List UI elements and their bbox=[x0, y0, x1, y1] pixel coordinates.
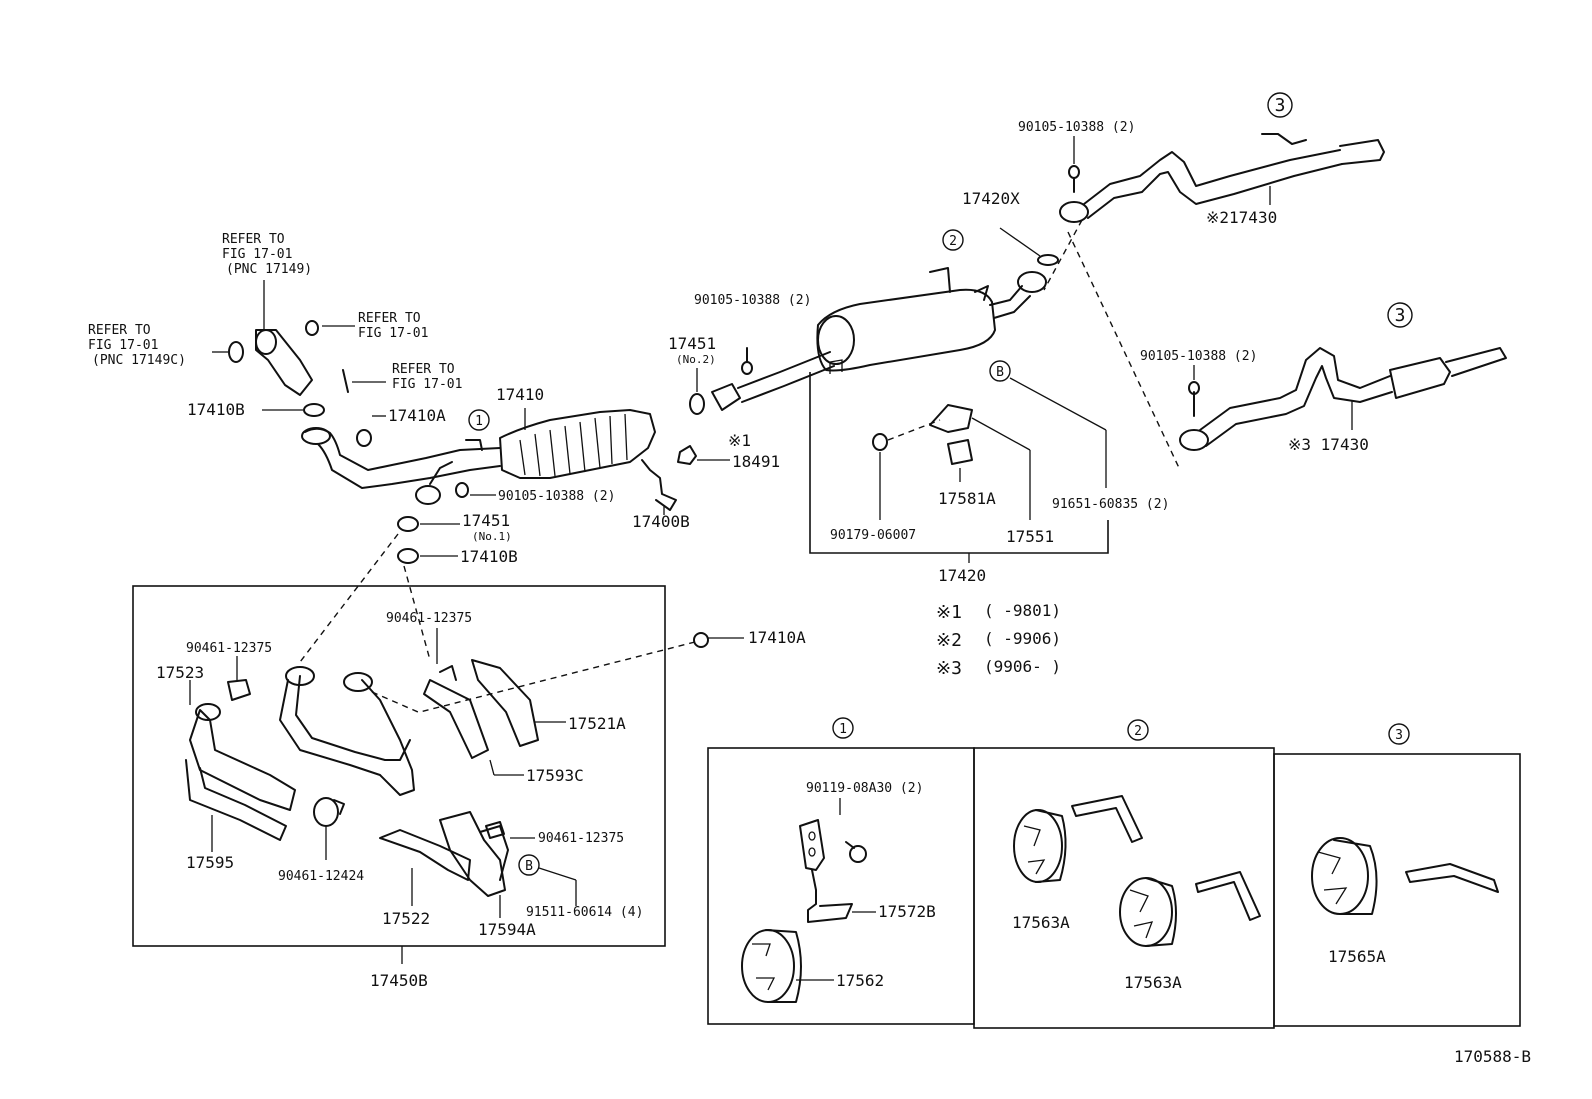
panel-2-parts bbox=[1013, 795, 1261, 947]
svg-text:B: B bbox=[996, 365, 1004, 380]
gasket-ring-icon bbox=[228, 341, 244, 363]
note3-mark: ※3 bbox=[936, 658, 962, 679]
label-17594A: 17594A bbox=[478, 920, 536, 939]
label-91511: 91511-60614 (4) bbox=[526, 905, 643, 920]
ref1-line3: (PNC 17149) bbox=[226, 262, 312, 277]
label-17410: 17410 bbox=[496, 385, 544, 404]
leaders-upper-left bbox=[212, 280, 730, 557]
kit-17450B-parts bbox=[185, 659, 539, 897]
label-18491: 18491 bbox=[732, 452, 780, 471]
ref4-line1: REFER TO bbox=[392, 362, 455, 377]
label-17451-no2: 17451 bbox=[668, 334, 716, 353]
tail-pipe-3 bbox=[1179, 347, 1507, 451]
label-17522: 17522 bbox=[382, 909, 430, 928]
label-17581A: 17581A bbox=[938, 489, 996, 508]
svg-text:B: B bbox=[525, 859, 533, 874]
label-17572B: 17572B bbox=[878, 902, 936, 921]
label-17563A-1: 17563A bbox=[1012, 913, 1070, 932]
panel-1-parts bbox=[741, 798, 876, 1003]
ref-circle-3-top: 3 bbox=[1267, 92, 1293, 118]
label-90105-mid: 90105-10388 (2) bbox=[694, 293, 811, 308]
ref-circle-2: 2 bbox=[942, 229, 964, 251]
label-90461-c: 90461-12375 bbox=[538, 831, 624, 846]
label-17451-no1-sub: (No.1) bbox=[472, 530, 512, 543]
note1-mark: ※1 bbox=[936, 602, 962, 623]
svg-text:3: 3 bbox=[1395, 305, 1406, 326]
leaders-right bbox=[1067, 136, 1353, 471]
ref4-line2: FIG 17-01 bbox=[392, 377, 462, 392]
front-pipe-assembly bbox=[228, 320, 697, 564]
note2-mark: ※2 bbox=[936, 630, 962, 651]
label-17420: 17420 bbox=[938, 566, 986, 585]
svg-text:2: 2 bbox=[1134, 724, 1142, 739]
label-17410A-top: 17410A bbox=[388, 406, 446, 425]
kit-17450B-box bbox=[132, 585, 666, 947]
note3-text: (9906- ) bbox=[984, 657, 1061, 676]
ref-circle-3-panel: 3 bbox=[1388, 723, 1410, 745]
labels: REFER TO FIG 17-01 (PNC 17149) REFER TO … bbox=[88, 120, 1531, 1066]
label-17551: 17551 bbox=[1006, 527, 1054, 546]
panel-3-parts bbox=[1311, 837, 1499, 915]
label-90105-right: 90105-10388 (2) bbox=[1140, 349, 1257, 364]
label-90105-cat: 90105-10388 (2) bbox=[498, 489, 615, 504]
ref-circle-1: 1 bbox=[468, 409, 490, 431]
ref2-line2: FIG 17-01 bbox=[88, 338, 158, 353]
label-90461-a: 90461-12375 bbox=[386, 611, 472, 626]
svg-text:3: 3 bbox=[1395, 728, 1403, 743]
ref-circle-2-panel: 2 bbox=[1127, 719, 1149, 741]
figure-code: 170588-B bbox=[1454, 1047, 1531, 1066]
label-17420X: 17420X bbox=[962, 189, 1020, 208]
label-17410B-top: 17410B bbox=[187, 400, 245, 419]
ref2-line1: REFER TO bbox=[88, 323, 151, 338]
label-17562: 17562 bbox=[836, 971, 884, 990]
svg-text:2: 2 bbox=[949, 234, 957, 249]
label-91651: 91651-60835 (2) bbox=[1052, 497, 1169, 512]
label-90461-b: 90461-12375 bbox=[186, 641, 272, 656]
label-90105-top: 90105-10388 (2) bbox=[1018, 120, 1135, 135]
label-17565A: 17565A bbox=[1328, 947, 1386, 966]
ref-circle-b-lower: B bbox=[518, 854, 540, 876]
label-star1: ※1 bbox=[728, 431, 751, 450]
label-17593C: 17593C bbox=[526, 766, 584, 785]
label-17410B-low: 17410B bbox=[460, 547, 518, 566]
label-17451-no1: 17451 bbox=[462, 511, 510, 530]
label-17523: 17523 bbox=[156, 663, 204, 682]
ref3-line2: FIG 17-01 bbox=[358, 326, 428, 341]
label-17563A-2: 17563A bbox=[1124, 973, 1182, 992]
ref-circle-1-panel: 1 bbox=[832, 717, 854, 739]
label-17450B: 17450B bbox=[370, 971, 428, 990]
ref-circle-3-mid: 3 bbox=[1387, 302, 1413, 328]
label-17430-2: ※217430 bbox=[1206, 208, 1277, 227]
label-17400B: 17400B bbox=[632, 512, 690, 531]
label-17410A-mid: 17410A bbox=[748, 628, 806, 647]
svg-text:1: 1 bbox=[475, 414, 483, 429]
label-90461-12424: 90461-12424 bbox=[278, 869, 364, 884]
svg-text:1: 1 bbox=[839, 722, 847, 737]
label-90179: 90179-06007 bbox=[830, 528, 916, 543]
note2-text: ( -9906) bbox=[984, 629, 1061, 648]
panel-3 bbox=[1273, 753, 1521, 1027]
center-pipe-muffler bbox=[689, 254, 1109, 563]
tail-pipe-2 bbox=[1059, 133, 1385, 223]
leaders-middle bbox=[696, 219, 1107, 520]
ref1-line2: FIG 17-01 bbox=[222, 247, 292, 262]
leaders-kit bbox=[189, 533, 744, 964]
ref-circle-b-upper: B bbox=[989, 360, 1011, 382]
label-17451-no2-sub: (No.2) bbox=[676, 353, 716, 366]
label-17521A: 17521A bbox=[568, 714, 626, 733]
ref1-line1: REFER TO bbox=[222, 232, 285, 247]
label-17595: 17595 bbox=[186, 853, 234, 872]
svg-text:3: 3 bbox=[1275, 95, 1286, 116]
label-90119: 90119-08A30 (2) bbox=[806, 781, 923, 796]
ref3-line1: REFER TO bbox=[358, 311, 421, 326]
note1-text: ( -9801) bbox=[984, 601, 1061, 620]
label-17430-3: ※3 17430 bbox=[1288, 435, 1369, 454]
ref2-line3: (PNC 17149C) bbox=[92, 353, 186, 368]
